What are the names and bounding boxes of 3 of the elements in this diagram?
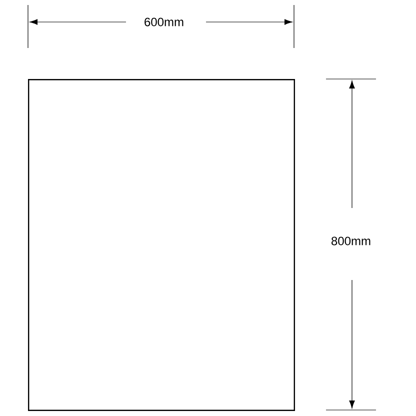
dimension-label: 600mm <box>144 18 184 26</box>
rectangle-outline <box>28 79 295 411</box>
dimension-label: 800mm <box>332 236 370 246</box>
